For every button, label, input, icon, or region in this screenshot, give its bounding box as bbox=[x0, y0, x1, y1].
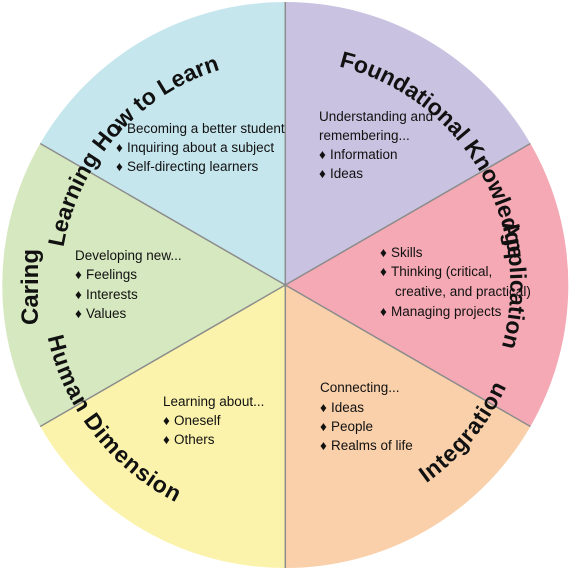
bullet-glyph: ♦ bbox=[320, 419, 327, 434]
bullet-glyph: ♦ bbox=[319, 166, 326, 181]
bullet-ideas: Ideas bbox=[330, 166, 363, 181]
bullet-glyph: ♦ bbox=[380, 245, 387, 260]
sector-learning-how-to-learn bbox=[40, 1, 286, 285]
bullet-glyph: ♦ bbox=[116, 140, 123, 155]
body-integration: Connecting... ♦ Ideas ♦ People ♦ Realms … bbox=[320, 380, 413, 453]
intro-line: Learning about... bbox=[163, 394, 264, 409]
bullet-glyph: ♦ bbox=[75, 306, 82, 321]
bullet-oneself: Oneself bbox=[174, 413, 221, 428]
bullet-becoming-better-student: Becoming a better student bbox=[127, 121, 285, 136]
bullet-glyph: ♦ bbox=[163, 413, 170, 428]
sector-human-dimension bbox=[40, 285, 286, 568]
sector-integration bbox=[285, 285, 531, 568]
bullet-realms-of-life: Realms of life bbox=[331, 438, 413, 453]
bullet-glyph: ♦ bbox=[319, 147, 326, 162]
sector-caring bbox=[2, 143, 286, 427]
bullet-ideas: Ideas bbox=[331, 400, 364, 415]
bullet-glyph: ♦ bbox=[320, 400, 327, 415]
body-learning-how-to-learn: ♦ Becoming a better student ♦ Inquiring … bbox=[116, 121, 285, 174]
bullet-glyph: ♦ bbox=[75, 287, 82, 302]
bullet-values: Values bbox=[86, 306, 127, 321]
bullet-managing-projects: Managing projects bbox=[391, 304, 502, 319]
bullet-people: People bbox=[331, 419, 373, 434]
intro-line: remembering... bbox=[319, 128, 410, 143]
sector-foundational bbox=[285, 1, 531, 285]
bullet-glyph: ♦ bbox=[163, 432, 170, 447]
bullet-glyph: ♦ bbox=[116, 121, 123, 136]
sector-dividers bbox=[39, 2, 531, 568]
body-foundational-knowledge: Understanding and remembering... ♦ Infor… bbox=[319, 109, 433, 181]
body-caring: Developing new... ♦ Feelings ♦ Interests… bbox=[75, 248, 182, 321]
intro-line: Understanding and bbox=[319, 109, 433, 124]
intro-line: Connecting... bbox=[320, 380, 400, 395]
bullet-others: Others bbox=[174, 432, 215, 447]
bullet-feelings: Feelings bbox=[86, 267, 137, 282]
bullet-skills: Skills bbox=[391, 245, 423, 260]
title-caring: Caring bbox=[17, 249, 44, 325]
bullet-information: Information bbox=[330, 147, 398, 162]
bullet-glyph: ♦ bbox=[380, 304, 387, 319]
body-human-dimension: Learning about... ♦ Oneself ♦ Others bbox=[163, 394, 264, 447]
bullet-glyph: ♦ bbox=[380, 264, 387, 279]
bullet-thinking-continuation: creative, and practical) bbox=[395, 284, 531, 299]
bullet-interests: Interests bbox=[86, 287, 138, 302]
intro-line: Developing new... bbox=[75, 248, 182, 263]
bullet-inquiring-about-subject: Inquiring about a subject bbox=[127, 140, 274, 155]
bullet-glyph: ♦ bbox=[320, 438, 327, 453]
bullet-self-directing-learners: Self-directing learners bbox=[127, 159, 259, 174]
bullet-thinking: Thinking (critical, bbox=[391, 264, 492, 279]
bullet-glyph: ♦ bbox=[75, 267, 82, 282]
body-application: ♦ Skills ♦ Thinking (critical, creative,… bbox=[380, 245, 531, 319]
sector-application bbox=[285, 143, 569, 427]
bullet-glyph: ♦ bbox=[116, 159, 123, 174]
